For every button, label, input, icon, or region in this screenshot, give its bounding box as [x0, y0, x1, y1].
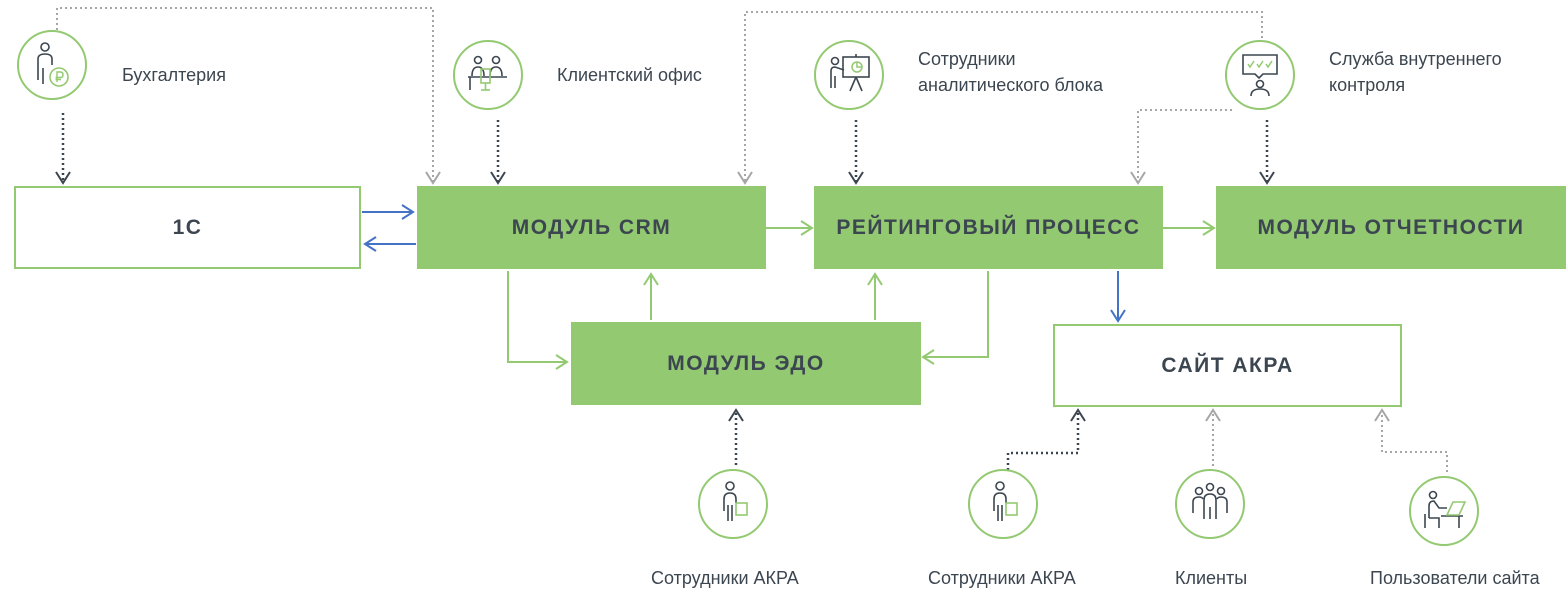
edge-control-to-reporting — [1259, 120, 1275, 185]
edge-accounting-to-crm — [56, 7, 441, 185]
node-akra-site: САЙТ АКРА — [1053, 324, 1402, 407]
node-site-label: САЙТ АКРА — [1161, 353, 1294, 377]
edge-rating-to-reporting — [1163, 220, 1216, 236]
node-crm-module: МОДУЛЬ CRM — [417, 186, 766, 269]
edge-control-to-crm — [737, 11, 1263, 185]
actor-akra-staff-site-label: Сотрудники АКРА — [928, 568, 1076, 588]
node-1c: 1С — [14, 186, 361, 269]
accountant-ruble-icon — [37, 42, 69, 87]
edge-rating-to-edo — [921, 271, 989, 365]
edge-crm-to-1c — [363, 236, 416, 252]
edge-clients-to-site — [1205, 408, 1221, 466]
edge-akra-staff-to-edo — [728, 408, 744, 465]
actor-analysts — [814, 40, 884, 110]
actor-analysts-label-line1: Сотрудники — [918, 49, 1016, 69]
edge-control-to-rating — [1130, 109, 1232, 185]
node-reporting-label: МОДУЛЬ ОТЧЕТНОСТИ — [1257, 215, 1525, 239]
office-meeting-icon — [468, 55, 507, 91]
actor-client-office-label: Клиентский офис — [557, 65, 702, 85]
person-document-icon — [993, 481, 1018, 521]
person-laptop-icon — [1424, 490, 1467, 528]
node-reporting-module: МОДУЛЬ ОТЧЕТНОСТИ — [1216, 186, 1566, 269]
edge-client-office-to-crm — [490, 120, 506, 185]
edge-akra-staff-to-site — [1006, 408, 1086, 470]
actor-clients-label: Клиенты — [1175, 568, 1248, 588]
edge-analysts-to-rating — [848, 120, 864, 185]
edge-edo-to-crm — [643, 272, 659, 320]
edge-crm-to-edo — [507, 271, 569, 370]
actor-internal-control-label-line1: Служба внутреннего — [1329, 49, 1502, 69]
actor-accounting-label: Бухгалтерия — [122, 65, 226, 85]
edge-1c-to-crm — [362, 204, 415, 220]
actor-akra-staff-edo — [698, 469, 768, 539]
checklist-speech-icon — [1242, 54, 1278, 97]
node-edo-label: МОДУЛЬ ЭДО — [667, 351, 825, 375]
node-1c-label: 1С — [172, 215, 203, 239]
actor-clients — [1175, 469, 1245, 539]
actor-akra-staff-edo-label: Сотрудники АКРА — [651, 568, 799, 588]
presenter-board-icon — [830, 54, 870, 92]
person-document-icon — [723, 481, 748, 521]
actor-internal-control-label-line2: контроля — [1329, 75, 1406, 95]
group-people-icon — [1192, 482, 1228, 519]
actor-accounting — [17, 30, 87, 100]
actor-site-users — [1409, 476, 1479, 546]
actor-client-office — [453, 40, 523, 110]
edge-rating-to-site — [1110, 271, 1126, 323]
node-rating-process: РЕЙТИНГОВЫЙ ПРОЦЕСС — [814, 186, 1163, 269]
node-edo-module: МОДУЛЬ ЭДО — [571, 322, 921, 405]
actor-internal-control — [1225, 40, 1295, 110]
edge-edo-to-rating — [867, 272, 883, 320]
actor-akra-staff-site — [968, 469, 1038, 539]
node-rating-label: РЕЙТИНГОВЫЙ ПРОЦЕСС — [836, 215, 1141, 239]
actor-analysts-label-line2: аналитического блока — [918, 75, 1103, 95]
edge-accounting-to-1c — [55, 113, 71, 185]
node-crm-label: МОДУЛЬ CRM — [511, 215, 672, 239]
edge-crm-to-rating — [766, 220, 814, 236]
edge-site-users-to-site — [1374, 408, 1448, 472]
actor-site-users-label: Пользователи сайта — [1370, 568, 1540, 588]
